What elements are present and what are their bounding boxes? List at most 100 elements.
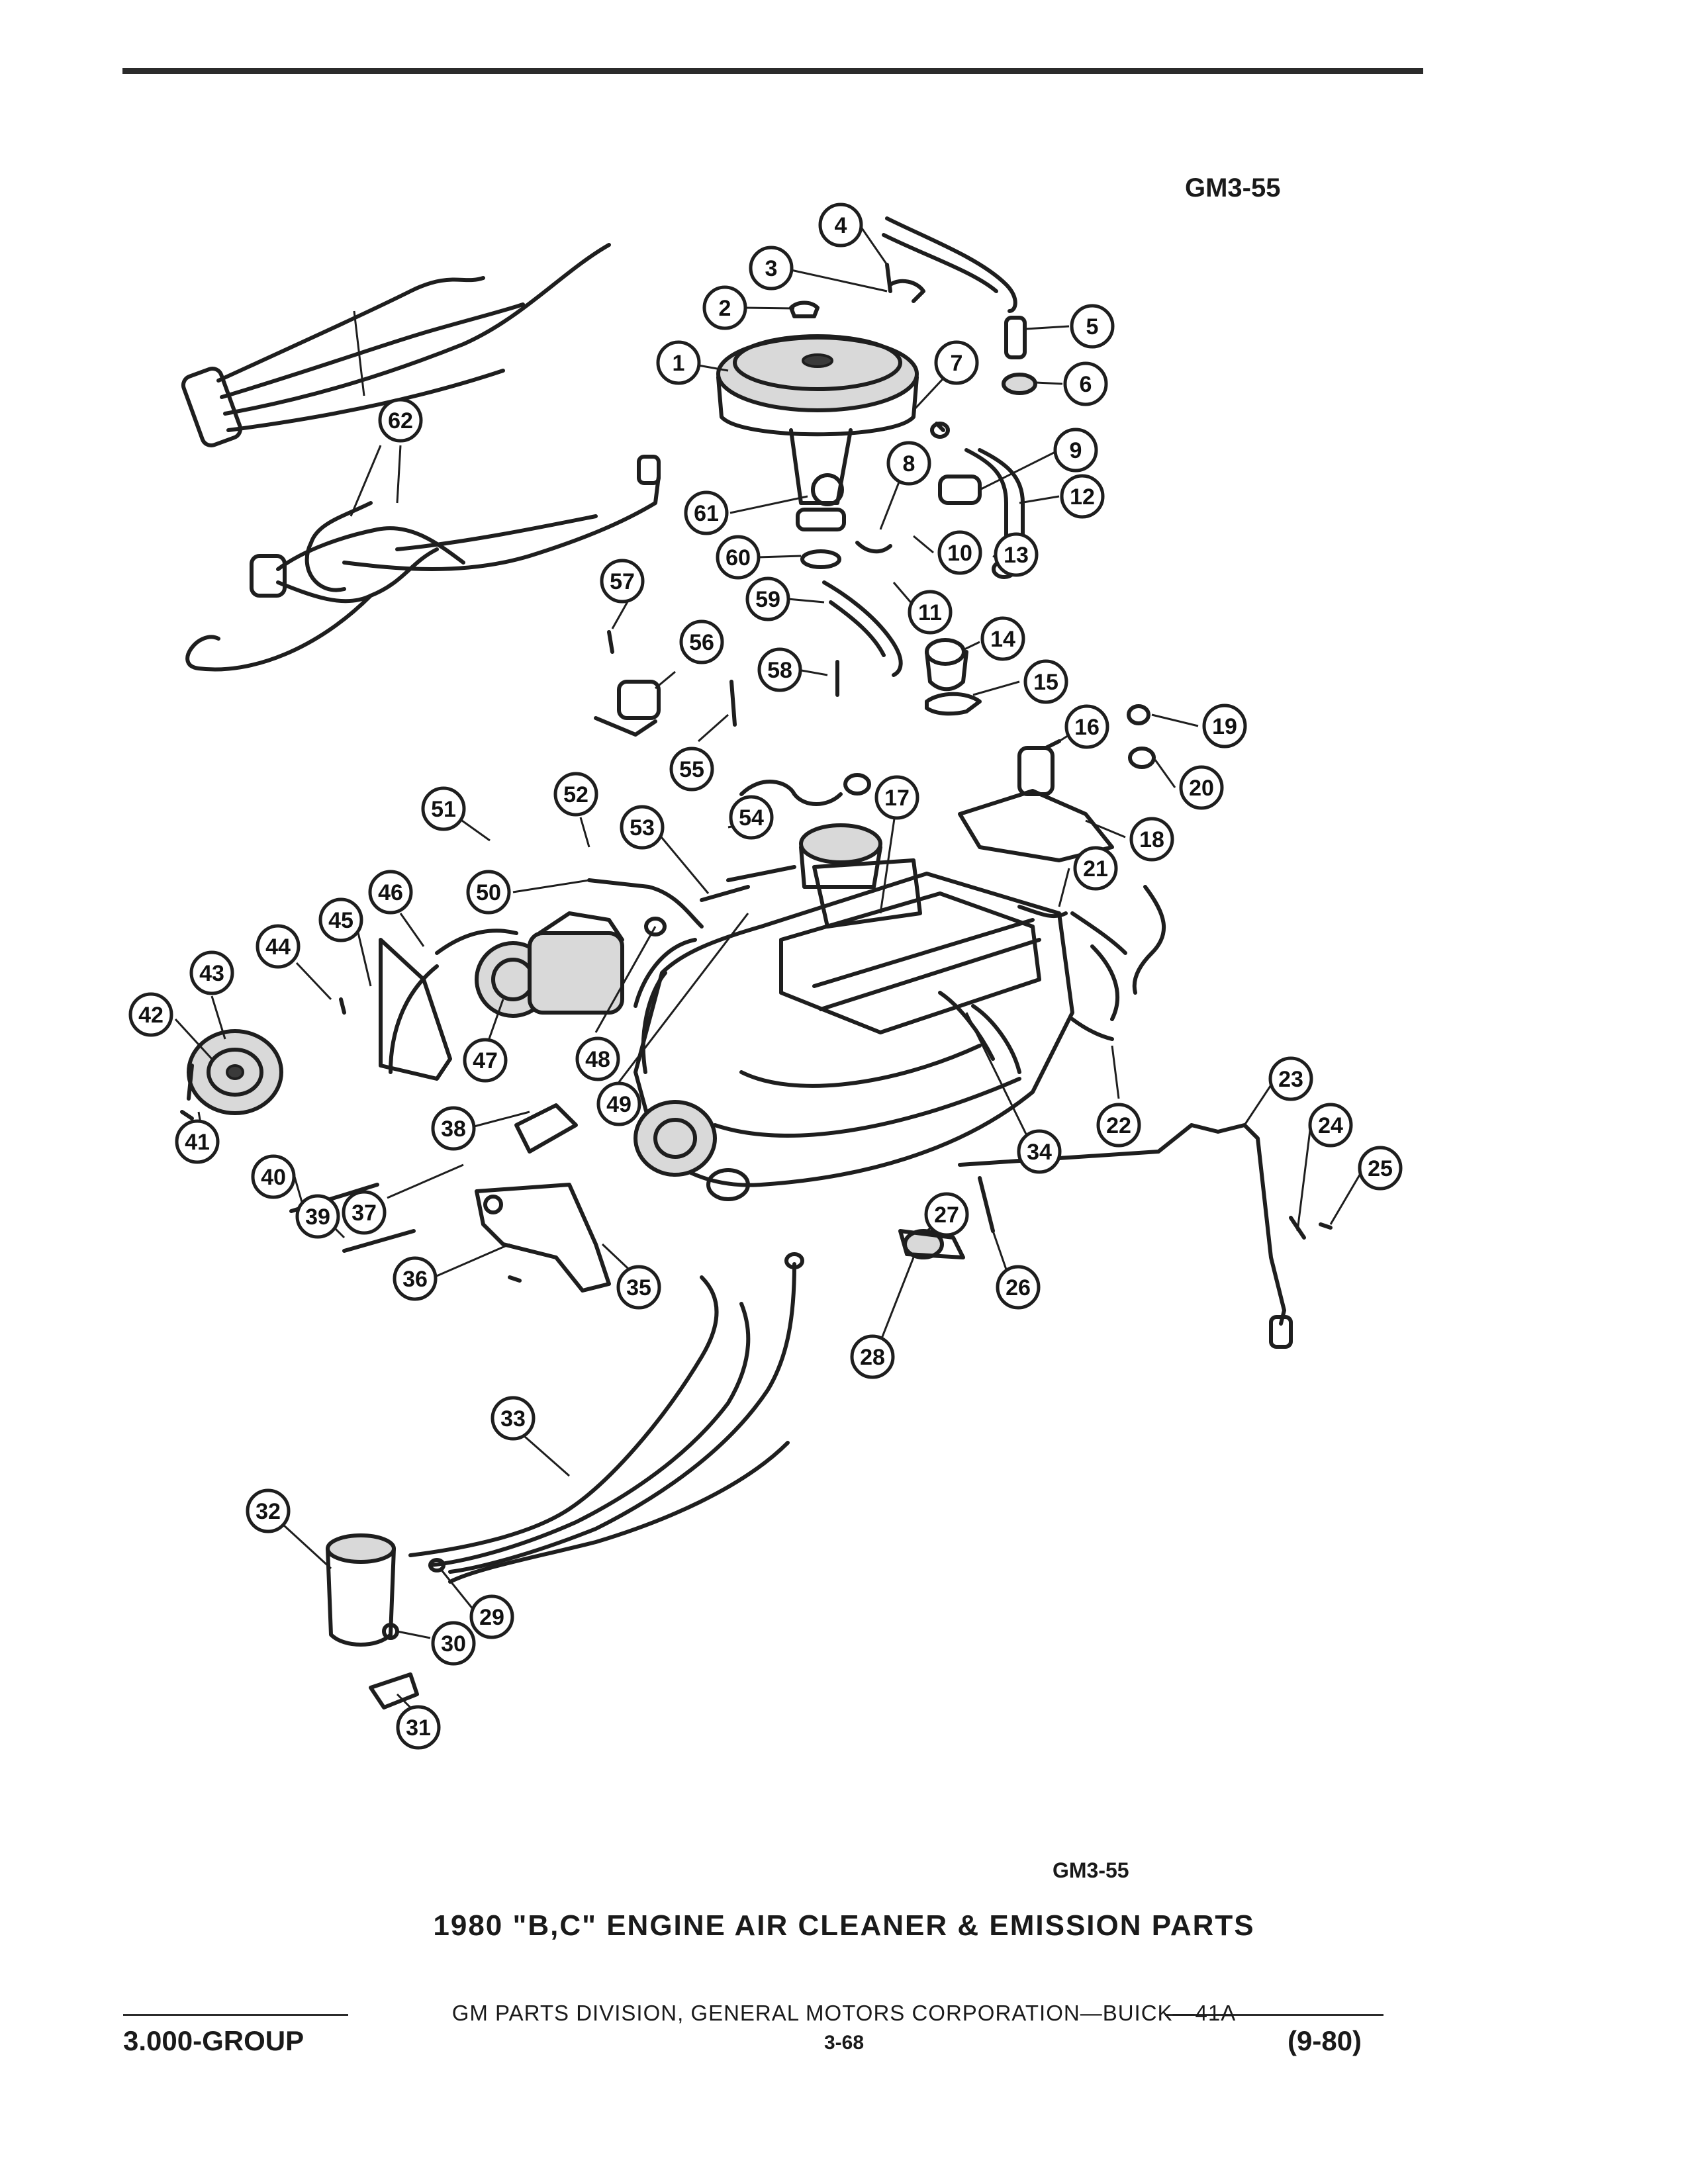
callout-56: 56 <box>679 619 724 664</box>
callout-number: 1 <box>673 351 685 376</box>
callout-circle <box>934 340 979 385</box>
callout-circle <box>1096 1103 1141 1148</box>
callout-leaders <box>174 226 1365 1712</box>
callout-number: 7 <box>951 351 963 376</box>
callout-41: 41 <box>175 1119 220 1164</box>
vapor-canister <box>326 1533 445 1709</box>
callout-circle <box>1064 704 1109 749</box>
callout-3: 3 <box>749 246 794 291</box>
callout-circle <box>469 1594 514 1639</box>
callout-26: 26 <box>996 1265 1041 1310</box>
callout-number: 45 <box>328 908 353 933</box>
pump-pulley <box>187 1029 283 1115</box>
callout-circle <box>256 924 301 969</box>
callout-46: 46 <box>368 870 413 915</box>
engine-block <box>633 872 1074 1201</box>
callout-number: 44 <box>265 934 291 960</box>
callout-circle <box>684 490 729 535</box>
callout-number: 48 <box>585 1047 610 1072</box>
callout-34: 34 <box>1017 1129 1062 1174</box>
callout-42: 42 <box>128 992 173 1037</box>
callout-number: 14 <box>990 627 1015 652</box>
vacuum-harness-upper <box>181 243 611 447</box>
callout-number: 5 <box>1086 314 1099 340</box>
callout-17: 17 <box>874 775 919 820</box>
callout-number: 52 <box>563 782 588 807</box>
callout-10: 10 <box>937 530 982 575</box>
callout-31: 31 <box>396 1705 441 1750</box>
callout-number: 57 <box>610 569 635 594</box>
callout-8: 8 <box>886 441 931 486</box>
callout-number: 55 <box>679 757 704 782</box>
callout-35: 35 <box>616 1265 661 1310</box>
figure-code-bottom: GM3-55 <box>1053 1858 1129 1882</box>
callout-circle <box>431 1106 476 1151</box>
callout-circle <box>431 1621 476 1666</box>
pcv-hose-upper <box>882 216 1017 313</box>
callout-circle <box>396 1705 441 1750</box>
callout-24: 24 <box>1308 1103 1353 1148</box>
callout-25: 25 <box>1358 1146 1403 1191</box>
callout-circle <box>716 535 761 580</box>
callout-39: 39 <box>295 1194 340 1239</box>
callout-number: 4 <box>835 213 847 238</box>
callout-30: 30 <box>431 1621 476 1666</box>
callout-number: 3 <box>765 256 778 281</box>
callout-number: 56 <box>689 630 714 655</box>
callout-circle <box>749 246 794 291</box>
callout-circle <box>393 1256 438 1301</box>
callout-circle <box>1053 428 1098 473</box>
callout-circle <box>466 870 511 915</box>
callout-circle <box>1017 1129 1062 1174</box>
callout-circle <box>1179 765 1224 810</box>
callout-circle <box>1202 704 1247 749</box>
callout-48: 48 <box>575 1036 620 1081</box>
callout-circle <box>908 590 953 635</box>
callout-circle <box>421 786 466 831</box>
heat-shield <box>958 746 1114 862</box>
callout-number: 12 <box>1070 484 1095 510</box>
callout-number: 13 <box>1004 543 1029 568</box>
callout-18: 18 <box>1129 817 1174 862</box>
callout-number: 35 <box>626 1275 651 1300</box>
callout-circle <box>1063 361 1108 406</box>
footer-publisher: GM PARTS DIVISION, GENERAL MOTORS CORPOR… <box>451 2001 1237 2025</box>
callout-number: 24 <box>1318 1113 1343 1138</box>
callout-circle <box>1358 1146 1403 1191</box>
callout-number: 34 <box>1027 1140 1052 1165</box>
callout-circle <box>175 1119 220 1164</box>
callout-32: 32 <box>246 1488 291 1533</box>
callout-number: 41 <box>185 1130 210 1155</box>
callout-circle <box>368 870 413 915</box>
callout-number: 2 <box>719 296 731 321</box>
callout-number: 46 <box>378 880 403 905</box>
footer-rule-right <box>1165 2014 1383 2016</box>
callout-60: 60 <box>716 535 761 580</box>
wing-nut <box>789 300 820 318</box>
callout-45: 45 <box>318 897 363 942</box>
callout-number: 61 <box>694 501 719 526</box>
callout-number: 8 <box>903 451 915 477</box>
callout-11: 11 <box>908 590 953 635</box>
callout-number: 40 <box>261 1165 286 1190</box>
callout-number: 53 <box>630 815 655 841</box>
callout-circle <box>818 203 863 248</box>
callout-number: 42 <box>138 1003 164 1028</box>
callout-number: 39 <box>305 1205 330 1230</box>
callout-circle <box>378 398 423 443</box>
callout-33: 33 <box>491 1396 536 1441</box>
callout-circle <box>1023 659 1068 704</box>
callout-number: 43 <box>199 961 224 986</box>
callout-circle <box>886 441 931 486</box>
callout-number: 19 <box>1212 714 1237 739</box>
callout-51: 51 <box>421 786 466 831</box>
callout-circle <box>620 805 665 850</box>
callout-37: 37 <box>342 1190 387 1235</box>
callout-number: 32 <box>256 1499 281 1524</box>
callout-12: 12 <box>1060 474 1105 519</box>
callout-number: 23 <box>1278 1067 1303 1092</box>
callout-number: 18 <box>1139 827 1164 852</box>
callout-23: 23 <box>1268 1056 1313 1101</box>
callouts: 1234567891011121314151617181920212223242… <box>128 203 1403 1750</box>
callout-number: 20 <box>1189 776 1214 801</box>
